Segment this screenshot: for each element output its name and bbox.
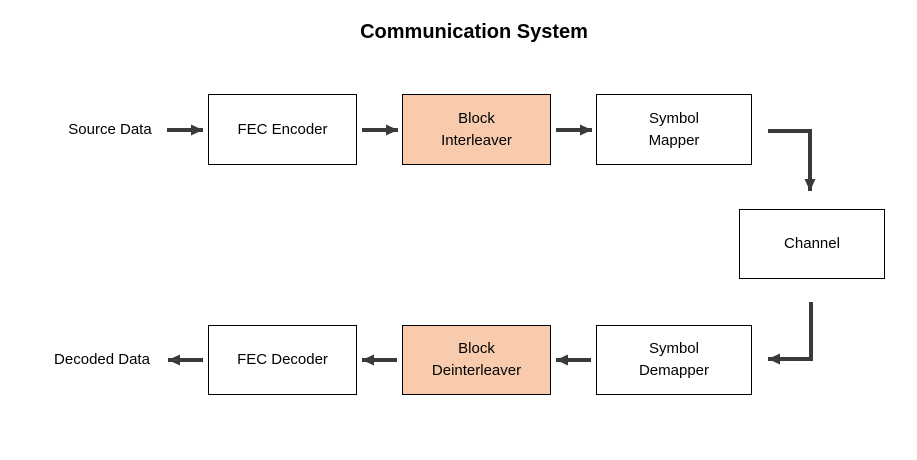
block-interleaver-box: Block Interleaver: [402, 94, 551, 165]
channel-box: Channel: [739, 209, 885, 279]
source-data-label: Source Data: [68, 121, 152, 138]
block-deinterleaver-box: Block Deinterleaver: [402, 325, 551, 395]
fec-encoder-box: FEC Encoder: [208, 94, 357, 165]
arrow-channel-to-symbol-demapper: [768, 302, 813, 365]
fec-decoder-box: FEC Decoder: [208, 325, 357, 395]
diagram-title: Communication System: [360, 21, 588, 43]
symbol-mapper-box: Symbol Mapper: [596, 94, 752, 165]
arrow-symbol-mapper-to-channel: [768, 129, 816, 191]
decoded-data-label: Decoded Data: [54, 351, 150, 368]
symbol-demapper-box: Symbol Demapper: [596, 325, 752, 395]
